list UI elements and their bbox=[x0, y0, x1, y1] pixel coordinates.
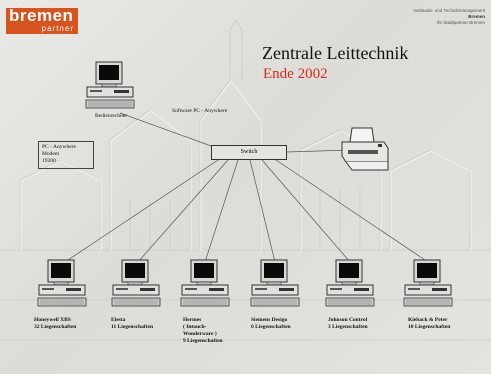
vendor-line: Hermes bbox=[183, 317, 202, 323]
page-title: Zentrale Leittechnik bbox=[262, 43, 409, 63]
line-switch-pc5 bbox=[261, 159, 351, 263]
vendor-line: ( Intouch- bbox=[183, 324, 207, 330]
vendor-label-siemens: Siemens Desigo 6 Liegenschaften bbox=[251, 317, 291, 331]
top-pc-label: Bedienrechner bbox=[95, 113, 128, 119]
vendor-line: 11 Liegenschaften bbox=[111, 324, 154, 330]
vendor-line: 3 Liegenschaften bbox=[328, 324, 368, 330]
line-top-pc-switch bbox=[119, 112, 215, 148]
modem-box: PC - Anywhere Modem 19200 bbox=[38, 141, 94, 169]
vendor-line: Johnson Control bbox=[328, 317, 368, 323]
workstation-icon bbox=[403, 259, 453, 307]
vendor-line: Wonderware ) bbox=[183, 331, 217, 337]
vendor-line: Honeywell XBS bbox=[34, 317, 71, 323]
workstation-icon bbox=[250, 259, 300, 307]
workstation-icon bbox=[325, 259, 375, 307]
vendor-label-kieback: Kieback & Peter 10 Liegenschaften bbox=[408, 317, 450, 331]
vendor-label-elesta: Elesta 11 Liegenschaften bbox=[111, 317, 153, 331]
switch-box: Switch bbox=[211, 145, 287, 160]
vendor-line: 9 Liegenschaften bbox=[183, 338, 223, 344]
vendor-line: 6 Liegenschaften bbox=[251, 324, 291, 330]
company-line-1: Gebäude- und Technikmanagement bbox=[413, 8, 485, 13]
line-switch-pc3 bbox=[204, 159, 239, 263]
vendor-line: Siemens Desigo bbox=[251, 317, 288, 323]
company-header: Gebäude- und Technikmanagement Bremen Ih… bbox=[414, 8, 485, 26]
line-switch-pc2 bbox=[137, 159, 229, 263]
line-switch-pc6 bbox=[275, 159, 429, 263]
vendor-label-honeywell: Honeywell XBS 32 Liegenschaften bbox=[34, 317, 76, 331]
software-label: Software PC - Anywhere bbox=[172, 108, 228, 114]
modem-line-2: Modem bbox=[42, 151, 60, 157]
workstation-icon bbox=[37, 259, 87, 307]
vendor-label-johnson: Johnson Control 3 Liegenschaften bbox=[328, 317, 368, 331]
workstation-icon bbox=[111, 259, 161, 307]
line-switch-printer bbox=[286, 149, 351, 153]
logo-text: bremen bbox=[9, 6, 74, 25]
vendor-line: Elesta bbox=[111, 317, 126, 323]
vendor-label-hermes: Hermes ( Intouch- Wonderware ) 9 Liegens… bbox=[183, 317, 223, 345]
page-subtitle: Ende 2002 bbox=[263, 66, 328, 82]
modem-line-3: 19200 bbox=[42, 158, 56, 164]
workstation-icon bbox=[180, 259, 230, 307]
line-switch-pc4 bbox=[249, 159, 276, 263]
bremen-partner-logo: bremen partner bbox=[6, 6, 78, 34]
line-switch-pc1 bbox=[64, 159, 219, 263]
modem-line-1: PC - Anywhere bbox=[42, 144, 76, 150]
logo-subtext: partner bbox=[41, 24, 74, 33]
company-line-3: Ihr Stadtpartner Bremen bbox=[436, 20, 485, 25]
vendor-line: Kieback & Peter bbox=[408, 317, 448, 323]
vendor-line: 32 Liegenschaften bbox=[34, 324, 77, 330]
company-line-2: Bremen bbox=[468, 14, 485, 19]
workstation-icon bbox=[85, 61, 135, 109]
vendor-line: 10 Liegenschaften bbox=[408, 324, 451, 330]
printer-icon bbox=[341, 127, 389, 171]
